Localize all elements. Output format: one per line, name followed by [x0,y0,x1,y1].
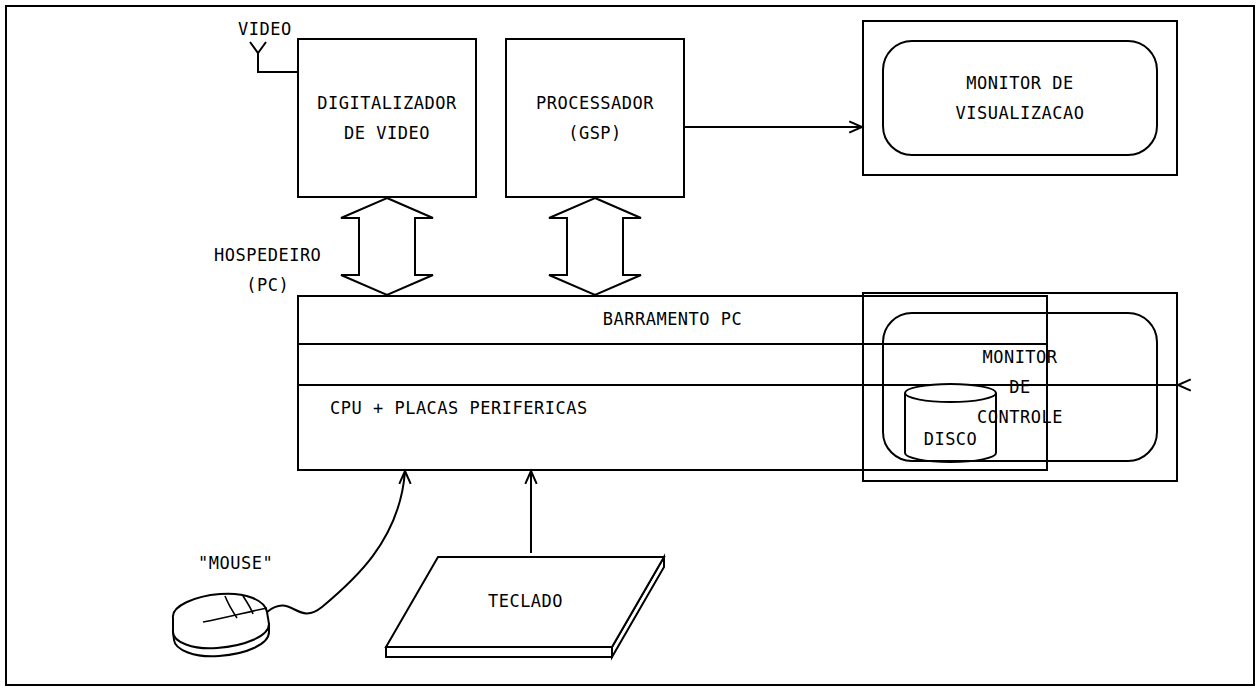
bus-arrow [341,198,433,295]
host-box: HOSPEDEIRO (PC)BARRAMENTO PCCPU + PLACAS… [297,295,1048,471]
process-box: PROCESSADOR (GSP) [505,38,685,198]
signal-name: VIDEO [238,14,292,44]
node-label: BARRAMENTO PC [603,304,743,334]
node-label: TECLADO [488,586,563,616]
monitor-box: MONITOR DE CONTROLE [862,292,1178,482]
connector-arrow [267,471,411,613]
node-label: CPU + PLACAS PERIFERICAS [330,393,588,423]
mouse-icon: "MOUSE" [165,578,275,663]
connector-arrow [297,379,1191,390]
connector-arrow [525,471,536,553]
node-label: MONITOR DE CONTROLE [977,342,1063,432]
monitor-box: MONITOR DE VISUALIZACAO [862,20,1178,176]
monitor-screen [882,40,1158,156]
node-label: MONITOR DE VISUALIZACAO [956,68,1085,128]
antenna-symbol [250,42,297,72]
node-label: DIGITALIZADOR DE VIDEO [317,88,457,148]
node-label: PROCESSADOR (GSP) [536,88,654,148]
node-heading: HOSPEDEIRO (PC) [214,240,321,300]
connector-arrow [685,121,862,132]
process-box: DIGITALIZADOR DE VIDEO [297,38,477,198]
node-label: DISCO [924,424,978,454]
node-heading: "MOUSE" [198,548,273,578]
bus-band: BARRAMENTO PC [297,295,1048,345]
cpu-region: CPU + PLACAS PERIFERICAS DISCO [297,345,1048,471]
bus-arrow [549,198,641,295]
keyboard-shape: TECLADO [383,553,668,663]
outer-frame [6,6,1254,685]
